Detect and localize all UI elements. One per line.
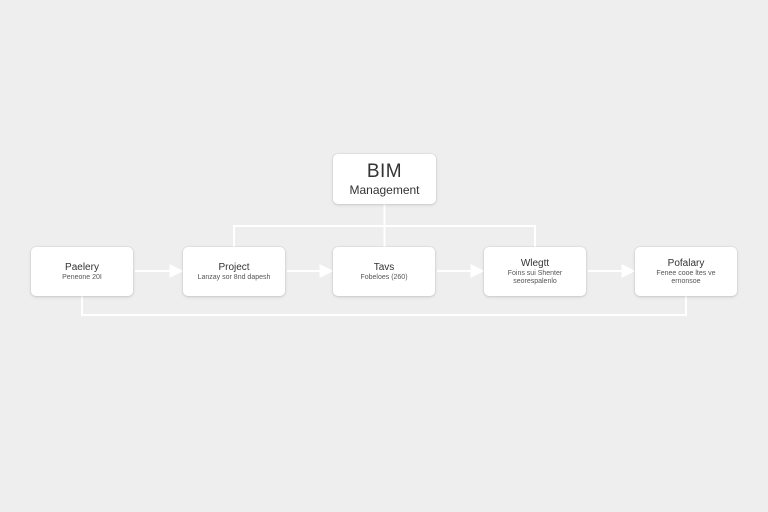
- step-title: Paelery: [65, 261, 99, 273]
- step-node-1: Paelery Peneone 20I: [31, 247, 133, 296]
- root-title: BIM: [366, 160, 403, 182]
- step-title: Project: [218, 261, 250, 273]
- step-subtitle: Foins sui Shenter seorespalenlo: [507, 269, 563, 285]
- step-subtitle: Peneone 20I: [62, 273, 102, 281]
- step-title: Wlegtt: [520, 257, 550, 269]
- step-node-4: Wlegtt Foins sui Shenter seorespalenlo: [484, 247, 586, 296]
- step-subtitle: Fenee cooe ltes ve ernonsoe: [656, 269, 716, 285]
- step-title: Tavs: [373, 261, 395, 273]
- step-node-5: Pofalary Fenee cooe ltes ve ernonsoe: [635, 247, 737, 296]
- step-node-2: Project Lanzay sor 8nd dapesh: [183, 247, 285, 296]
- root-node: BIM Management: [333, 154, 436, 204]
- step-title: Pofalary: [667, 257, 705, 269]
- root-subtitle: Management: [349, 182, 420, 197]
- step-subtitle: Fobeloes (260): [360, 273, 408, 281]
- step-subtitle: Lanzay sor 8nd dapesh: [197, 273, 271, 281]
- feedback-loop-connector: [81, 296, 687, 316]
- step-node-3: Tavs Fobeloes (260): [333, 247, 435, 296]
